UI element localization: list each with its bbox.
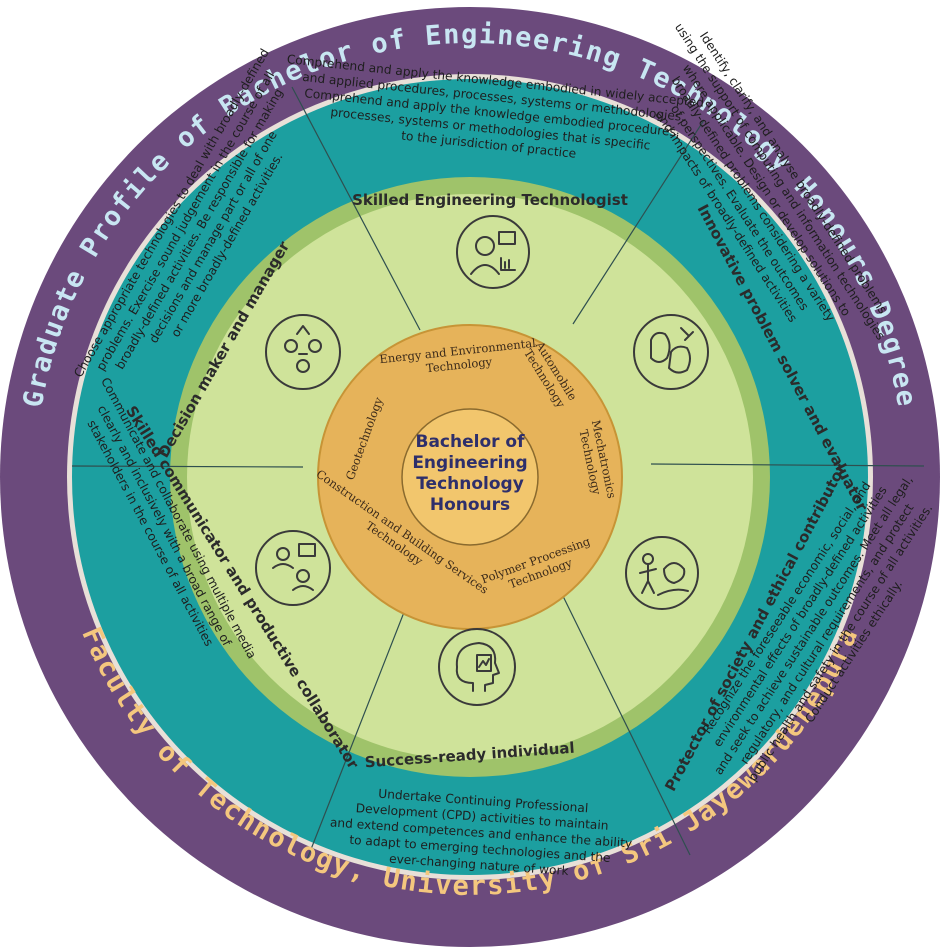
learner-icon <box>438 628 516 706</box>
center-title-line: Technology <box>416 474 524 494</box>
communicator-icon <box>255 530 331 606</box>
center-title-line: Engineering <box>412 453 527 473</box>
engineer-icon <box>456 215 530 289</box>
decision-maker-icon <box>265 314 341 390</box>
problem-solver-icon <box>633 314 709 390</box>
center-title-line: Honours <box>430 495 510 515</box>
icons <box>255 215 709 706</box>
sector-dividers <box>71 86 925 863</box>
core-circle <box>401 408 539 546</box>
skilled-engineering-technologist-label: Skilled Engineering Technologist <box>352 191 628 209</box>
society-icon <box>625 536 699 610</box>
specialization-line: Technology <box>425 354 493 375</box>
center-title-line: Bachelor of <box>415 432 525 452</box>
